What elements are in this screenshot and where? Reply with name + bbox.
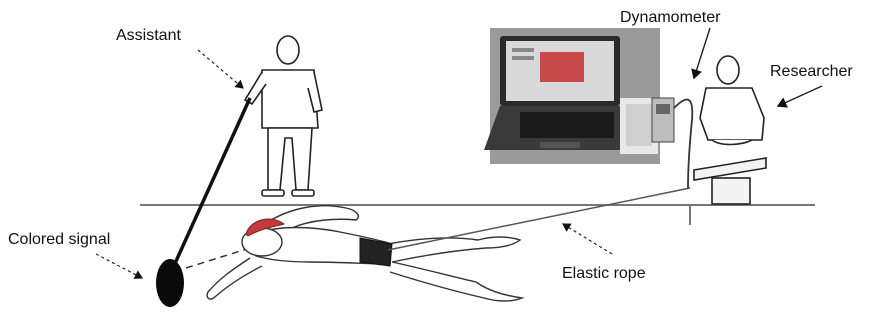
dynamometer-arrow [694,28,710,78]
elastic-rope [388,188,690,250]
assistant-pole [172,98,250,270]
colored-signal-disc [156,259,184,307]
assistant-figure [245,36,322,196]
label-assistant: Assistant [116,28,181,44]
label-researcher: Researcher [770,64,853,80]
label-colored-signal: Colored signal [8,232,110,248]
assistant-arrow [198,50,243,88]
label-elastic-rope: Elastic rope [562,266,646,282]
laptop-photo [484,28,660,164]
researcher-arrow [778,86,822,106]
label-dynamometer: Dynamometer [620,10,720,26]
laptop-display-red [540,52,584,82]
starting-block [694,158,766,204]
researcher-figure [700,56,764,145]
colored-signal-arrow [96,254,142,278]
elastic-rope-arrow [563,224,612,254]
